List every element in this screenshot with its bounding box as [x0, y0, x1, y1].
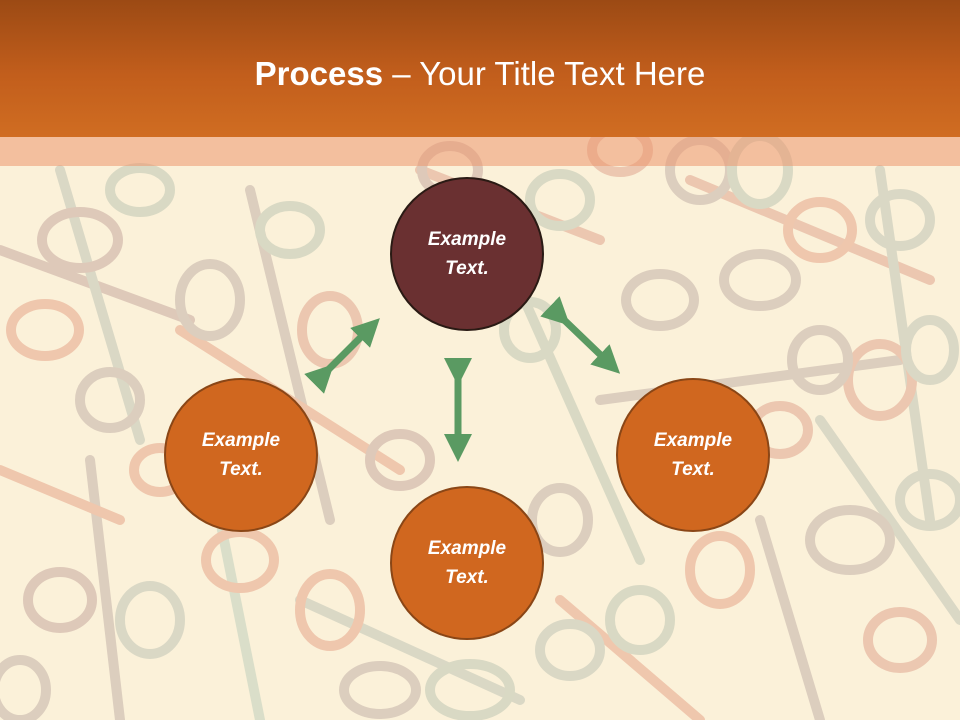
process-node-top[interactable]: Example Text.: [390, 177, 544, 331]
node-bottom-line2: Text.: [445, 567, 489, 588]
process-node-bottom[interactable]: Example Text.: [390, 486, 544, 640]
node-top-line1: Example: [427, 229, 507, 250]
slide-title: Process – Your Title Text Here: [0, 52, 960, 96]
process-node-right[interactable]: Example Text.: [616, 378, 770, 532]
node-bottom-line1: Example: [427, 538, 507, 559]
title-underband: [0, 137, 960, 166]
title-bold-text: Process: [254, 55, 384, 92]
node-right-line2: Text.: [671, 459, 715, 480]
node-left-line2: Text.: [219, 459, 263, 480]
node-top-line2: Text.: [445, 258, 489, 279]
node-right-line1: Example: [653, 430, 733, 451]
title-rest-text: – Your Title Text Here: [383, 55, 706, 92]
title-bar: [0, 0, 960, 137]
node-left-line1: Example: [201, 430, 281, 451]
process-node-left[interactable]: Example Text.: [164, 378, 318, 532]
